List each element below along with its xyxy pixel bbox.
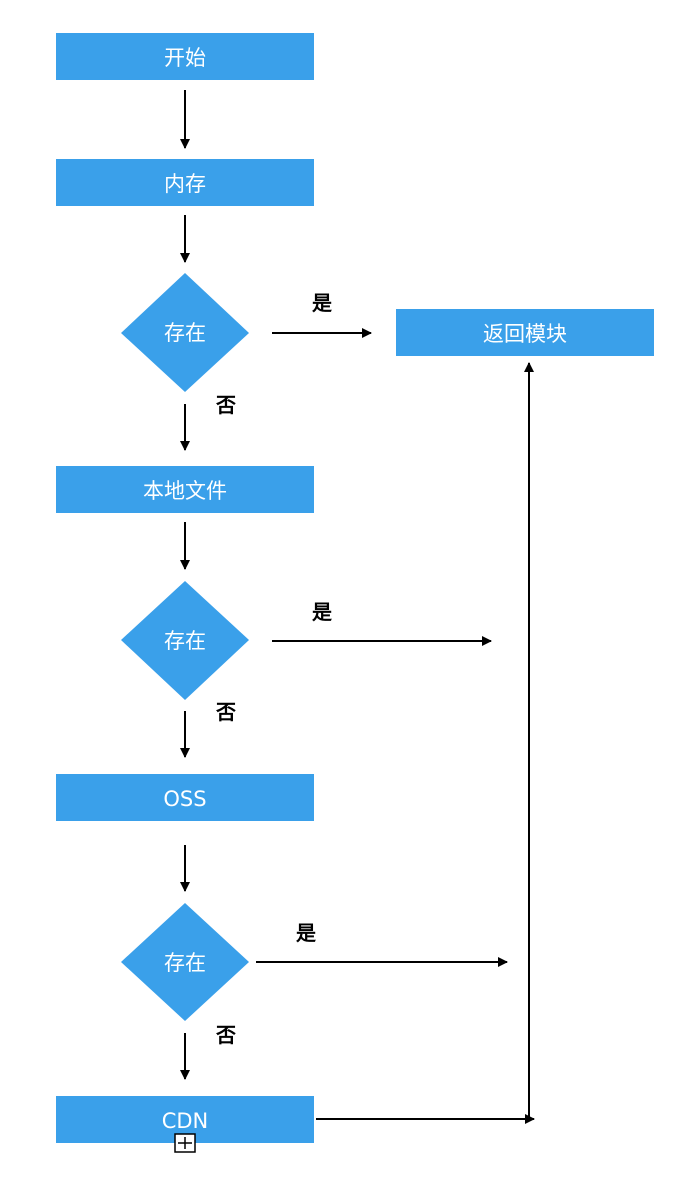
expand-icon[interactable]: [174, 1133, 196, 1153]
local-file-label: 本地文件: [143, 479, 227, 503]
decision-local-label: 存在: [164, 629, 206, 653]
return-module-node: 返回模块: [396, 309, 654, 356]
local-file-node: 本地文件: [56, 466, 314, 513]
cdn-label: CDN: [162, 1109, 209, 1133]
decision-oss-label: 存在: [164, 951, 206, 975]
decision-memory-label: 存在: [164, 321, 206, 345]
edge-label-yes-3: 是: [295, 921, 316, 945]
decision-memory-exists: 存在: [121, 273, 249, 392]
oss-node: OSS: [56, 774, 314, 821]
oss-label: OSS: [163, 787, 206, 811]
edge-label-no-2: 否: [215, 700, 236, 724]
edge-label-yes-1: 是: [311, 291, 332, 315]
decision-oss-exists: 存在: [121, 903, 249, 1021]
start-label: 开始: [164, 46, 206, 70]
return-module-label: 返回模块: [483, 322, 567, 346]
start-node: 开始: [56, 33, 314, 80]
edge-label-yes-2: 是: [311, 600, 332, 624]
edge-label-no-1: 否: [215, 393, 236, 417]
memory-label: 内存: [164, 172, 206, 196]
edge-label-no-3: 否: [215, 1023, 236, 1047]
decision-local-exists: 存在: [121, 581, 249, 700]
memory-node: 内存: [56, 159, 314, 206]
